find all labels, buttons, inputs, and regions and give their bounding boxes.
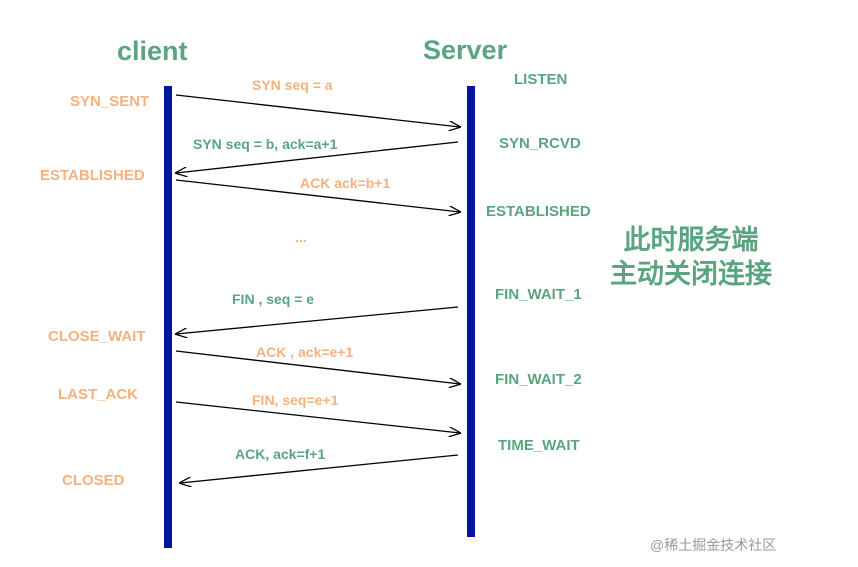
message-arrow-fin-2 [175, 401, 460, 433]
client-state-established: ESTABLISHED [40, 167, 145, 184]
client-state-last-ack: LAST_ACK [58, 386, 139, 403]
client-state-closed: CLOSED [62, 472, 125, 489]
server-lifeline [467, 86, 475, 537]
client-lifeline [164, 86, 172, 548]
message-label-fin: FIN , seq = e [232, 291, 315, 307]
client-title: client [117, 36, 188, 66]
server-state-time-wait: TIME_WAIT [498, 437, 580, 454]
watermark: @稀土掘金技术社区 [650, 537, 777, 553]
message-label-fin-2: FIN, seq=e+1 [252, 392, 339, 408]
server-state-syn-rcvd: SYN_RCVD [499, 135, 581, 152]
server-state-fin-wait-1: FIN_WAIT_1 [495, 286, 582, 303]
message-label-ack-fin: ACK , ack=e+1 [256, 344, 354, 360]
message-arrow-syn [175, 94, 460, 127]
server-title: Server [423, 35, 508, 65]
message-arrow-syn-ack [176, 141, 459, 173]
ellipsis-label: ... [295, 229, 307, 245]
client-state-close-wait: CLOSE_WAIT [48, 328, 146, 345]
message-arrow-fin [176, 306, 459, 334]
message-label-syn: SYN seq = a [252, 77, 333, 93]
message-arrow-ack-final [180, 454, 459, 483]
note-line-2: 主动关闭连接 [610, 258, 772, 289]
server-state-established: ESTABLISHED [486, 203, 591, 220]
message-arrow-ack [175, 179, 460, 212]
message-label-syn-ack: SYN seq = b, ack=a+1 [193, 136, 338, 152]
message-arrow-ack-fin [175, 350, 460, 384]
message-label-ack: ACK ack=b+1 [300, 175, 391, 191]
note-line-1: 此时服务端 [623, 225, 759, 255]
server-close-note: 此时服务端 主动关闭连接 [610, 224, 772, 292]
client-state-syn-sent: SYN_SENT [70, 93, 150, 110]
server-state-fin-wait-2: FIN_WAIT_2 [495, 371, 582, 388]
server-state-listen: LISTEN [514, 71, 568, 88]
message-label-ack-final: ACK, ack=f+1 [235, 446, 326, 462]
